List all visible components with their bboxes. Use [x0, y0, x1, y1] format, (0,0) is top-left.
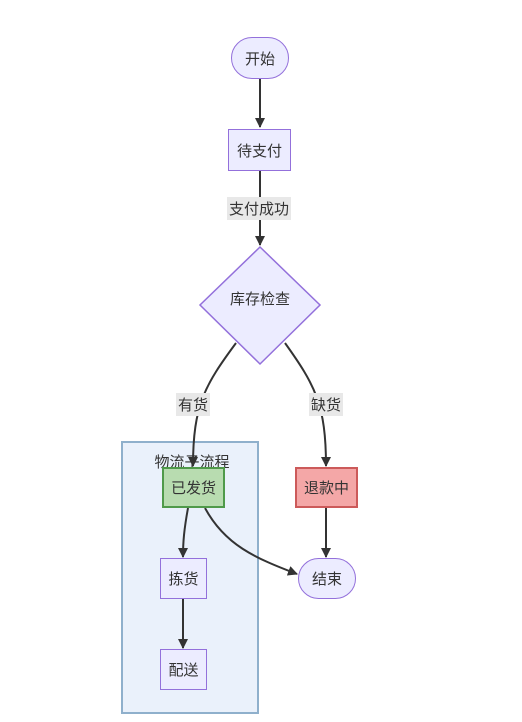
- inventory-check-label: 库存检查: [229, 290, 290, 308]
- edge-label-in-stock: 有货: [176, 393, 211, 416]
- edge-label-payment-success: 支付成功: [227, 197, 292, 220]
- delivery-node[interactable]: 配送: [160, 649, 207, 690]
- picking-node[interactable]: 拣货: [160, 558, 207, 599]
- shipped-node[interactable]: 已发货: [162, 467, 225, 508]
- refunding-node[interactable]: 退款中: [295, 467, 358, 508]
- end-node[interactable]: 结束: [298, 558, 356, 599]
- edge-shipped-to-picking: [178, 507, 189, 558]
- start-node[interactable]: 开始: [231, 37, 289, 79]
- pending-payment-node[interactable]: 待支付: [228, 129, 291, 171]
- edge-shipped-to-end: [204, 507, 298, 576]
- edge-label-out-of-stock: 缺货: [309, 393, 344, 416]
- inventory-check-diamond[interactable]: [198, 245, 322, 366]
